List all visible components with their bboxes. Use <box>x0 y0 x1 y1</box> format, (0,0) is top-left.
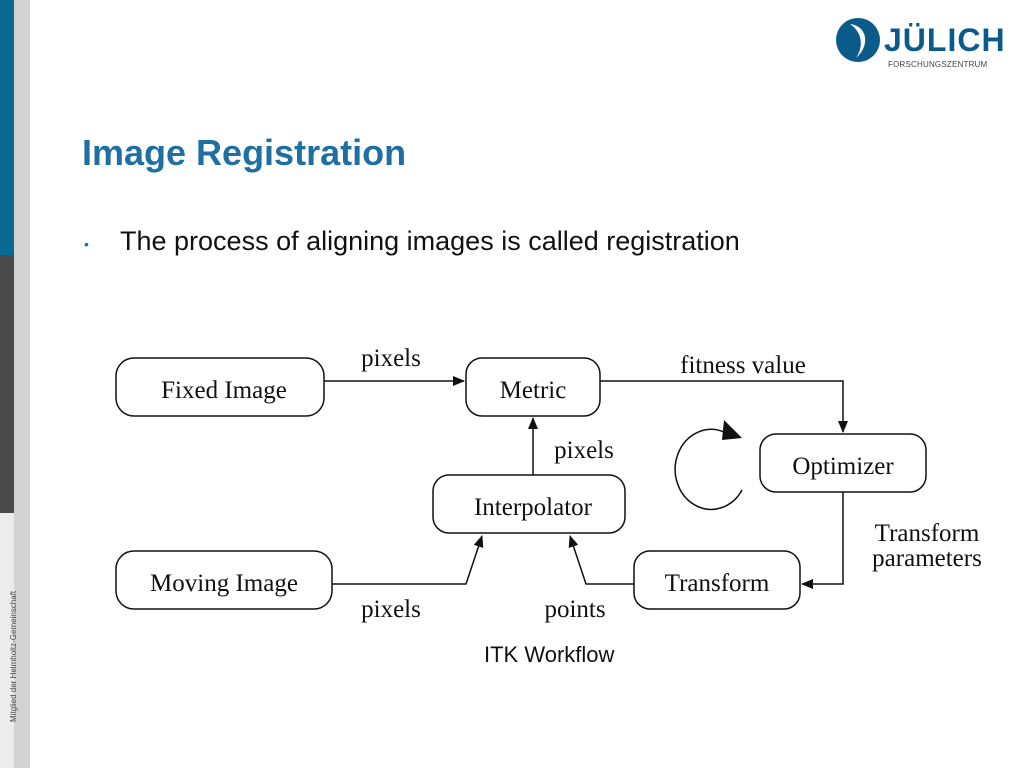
node-metric: Metric <box>465 357 601 417</box>
logo-subtitle: FORSCHUNGSZENTRUM <box>888 60 988 69</box>
edge-label-interpolator-pixels: pixels <box>554 437 614 464</box>
sidebar: Mitglied der Helmholtz-Gemeinschaft <box>0 0 30 768</box>
sidebar-pale-band <box>0 513 14 768</box>
node-interpolator: Interpolator <box>432 474 626 534</box>
edge-optimizer-to-transform <box>801 492 844 589</box>
edge-label-fitness-value: fitness value <box>680 352 806 379</box>
logo-mark-icon <box>836 18 880 62</box>
iteration-loop-icon <box>674 420 743 511</box>
edge-label-fixed-pixels: pixels <box>361 345 421 372</box>
edge-moving-to-interpolator <box>332 535 484 585</box>
bullet-text: The process of aligning images is called… <box>120 226 740 256</box>
edge-label-moving-pixels: pixels <box>361 596 421 623</box>
node-transform: Transform <box>633 550 801 610</box>
edge-metric-to-optimizer <box>600 380 848 433</box>
node-optimizer: Optimizer <box>759 433 927 493</box>
node-fixed-image-label: Fixed Image <box>161 377 287 404</box>
diagram-caption: ITK Workflow <box>484 642 615 667</box>
node-interpolator-label: Interpolator <box>474 494 593 521</box>
node-optimizer-label: Optimizer <box>792 453 894 480</box>
julich-logo: JÜLICH FORSCHUNGSZENTRUM <box>832 12 1005 74</box>
sidebar-blue-band <box>0 0 14 255</box>
edge-label-transform-parameters-line1: Transform <box>875 520 980 547</box>
edge-label-points: points <box>544 596 605 623</box>
edge-transform-to-interpolator <box>568 535 634 585</box>
node-metric-label: Metric <box>500 377 567 404</box>
node-transform-label: Transform <box>665 570 770 597</box>
edge-label-transform-parameters-line2: parameters <box>872 545 982 572</box>
node-moving-image-label: Moving Image <box>150 570 298 597</box>
bullet-icon: • <box>84 236 89 252</box>
sidebar-light-band <box>14 0 30 768</box>
node-moving-image: Moving Image <box>115 550 333 610</box>
logo-name: JÜLICH <box>884 22 1006 58</box>
sidebar-dark-band <box>0 255 14 513</box>
slide-title: Image Registration <box>82 132 407 173</box>
node-fixed-image: Fixed Image <box>115 357 325 417</box>
